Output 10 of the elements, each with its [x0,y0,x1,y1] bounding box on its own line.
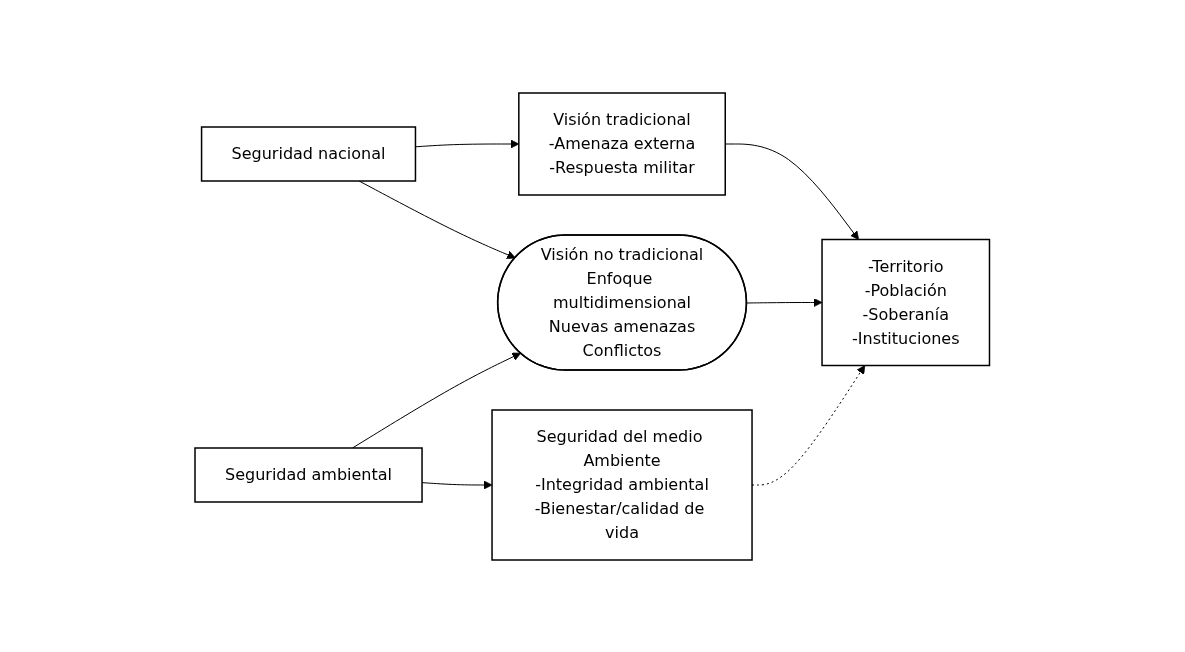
arrow [415,139,520,148]
arrow [725,143,860,240]
arrow [352,352,522,448]
node-box: Visión tradicional -Amenaza externa -Respuesta militar [518,91,727,196]
node-box: Seguridad ambiental [194,446,424,503]
node-box: Seguridad del medio Ambiente -Integridad ambiental -Bienestar/calidad de vida [491,408,754,561]
arrow [358,180,516,259]
node-box: Seguridad nacional [201,125,417,182]
arrow [746,297,823,307]
node-box: -Territorio -Población -Soberanía -Instituciones [821,238,991,366]
